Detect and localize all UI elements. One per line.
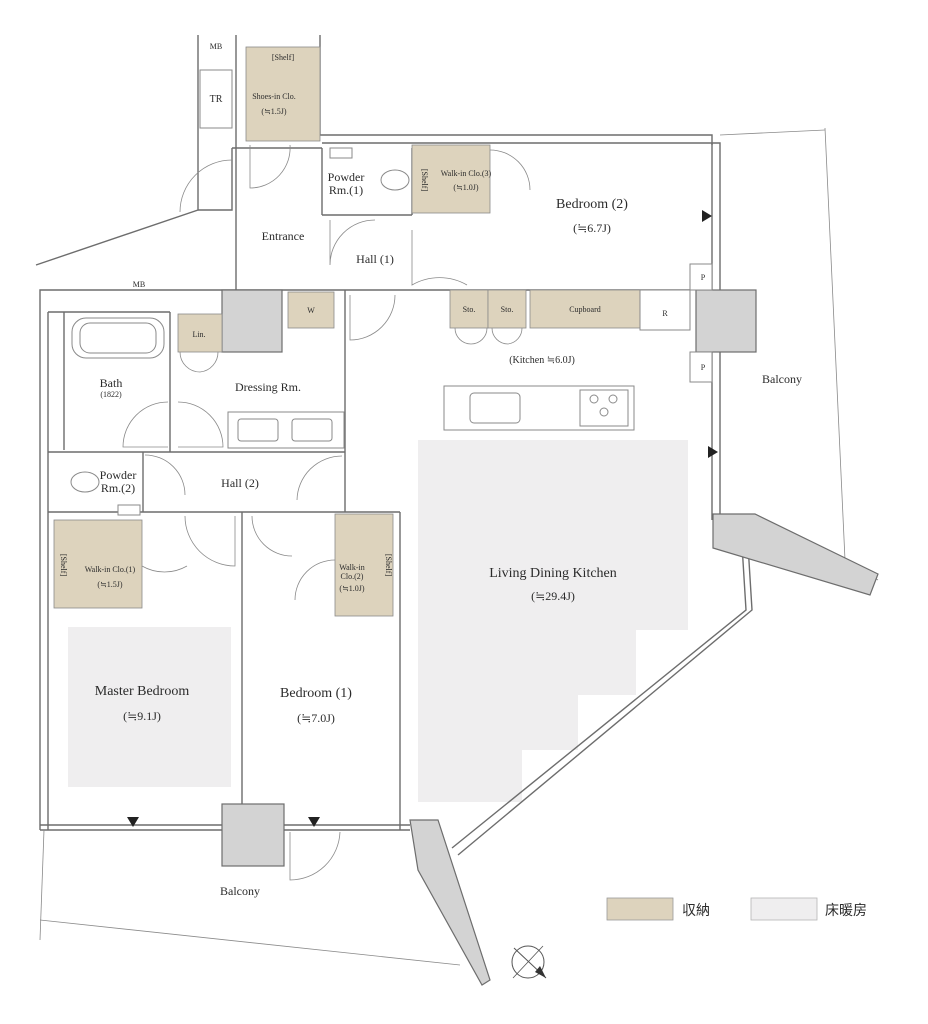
- legend-floor-heating-swatch: [750, 897, 818, 921]
- shelf-label: [Shelf]: [272, 53, 295, 62]
- doors: [122, 144, 531, 881]
- pillar: [221, 289, 283, 353]
- ventilation-marker-icon: [702, 210, 712, 222]
- master-floor-heating: [68, 627, 231, 787]
- storage2-label: Sto.: [501, 305, 514, 314]
- refrigerator-label: R: [662, 309, 668, 318]
- pillar: [409, 819, 491, 986]
- bedroom1-label: Bedroom (1): [280, 686, 352, 701]
- pipe-space-label: P: [701, 363, 706, 372]
- powder2-label-line1: Powder: [100, 468, 137, 482]
- pipe-space-label: P: [701, 273, 706, 282]
- fixtures: [70, 69, 713, 516]
- pillar: [221, 803, 285, 867]
- walkin1-size: (≒1.5J): [97, 580, 122, 589]
- tr-label: TR: [210, 94, 223, 105]
- ventilation-marker-icon: [708, 446, 718, 458]
- walkin1-label: Walk-in Clo.(1): [85, 565, 136, 574]
- shoes-closet-size: (≒1.5J): [261, 107, 286, 116]
- hall1-label: Hall (1): [356, 252, 394, 266]
- bath-size: (1822): [100, 390, 122, 399]
- bedroom1-size: (≒7.0J): [297, 711, 335, 725]
- mb-top-label: MB: [210, 42, 222, 51]
- legend: 収納 床暖房: [606, 897, 867, 921]
- ventilation-marker-icon: [308, 817, 320, 827]
- walkin2-label-line2: Clo.(2): [341, 572, 364, 581]
- cupboard-label: Cupboard: [569, 305, 601, 314]
- ventilation-marker-icon: [127, 817, 139, 827]
- bedroom2-label: Bedroom (2): [556, 197, 628, 212]
- balcony-right-label: Balcony: [762, 372, 802, 386]
- powder1-label-line1: Powder: [328, 170, 365, 184]
- legend-storage-label: 収納: [682, 903, 710, 919]
- shoes-closet-label: Shoes-in Clo.: [252, 92, 296, 101]
- washer-label: W: [307, 306, 315, 315]
- entrance-label: Entrance: [262, 229, 305, 243]
- linen-label: Lin.: [192, 330, 205, 339]
- powder2-label-line2: Rm.(2): [101, 481, 135, 495]
- bedroom2-size: (≒6.7J): [573, 221, 611, 235]
- ldk-size: (≒29.4J): [531, 589, 575, 603]
- pillar: [712, 513, 879, 596]
- bath-label: Bath: [100, 376, 123, 390]
- walkin3-label: Walk-in Clo.(3): [441, 169, 492, 178]
- legend-floor-heating-label: 床暖房: [825, 903, 867, 919]
- storage1-label: Sto.: [463, 305, 476, 314]
- shelf-label: [Shelf]: [384, 554, 393, 577]
- storage-areas: [53, 46, 641, 617]
- north-arrow-icon: [511, 945, 547, 979]
- master-bedroom-label: Master Bedroom: [95, 684, 190, 699]
- shelf-label: [Shelf]: [420, 169, 429, 192]
- legend-storage-swatch: [606, 897, 674, 921]
- hall2-label: Hall (2): [221, 476, 259, 490]
- master-bedroom-size: (≒9.1J): [123, 709, 161, 723]
- mb-left-label: MB: [133, 280, 145, 289]
- walkin2-size: (≒1.0J): [339, 584, 364, 593]
- pillar: [695, 289, 757, 353]
- ldk-label: Living Dining Kitchen: [489, 566, 617, 581]
- balcony-bottom-label: Balcony: [220, 884, 260, 898]
- walkin2-label-line1: Walk-in: [339, 563, 365, 572]
- powder1-label-line2: Rm.(1): [329, 183, 363, 197]
- dressing-room-label: Dressing Rm.: [235, 380, 301, 394]
- walkin3-size: (≒1.0J): [453, 183, 478, 192]
- shelf-label: [Shelf]: [59, 554, 68, 577]
- kitchen-label: (Kitchen ≒6.0J): [509, 355, 575, 366]
- ldk-floor-heating: [418, 440, 688, 802]
